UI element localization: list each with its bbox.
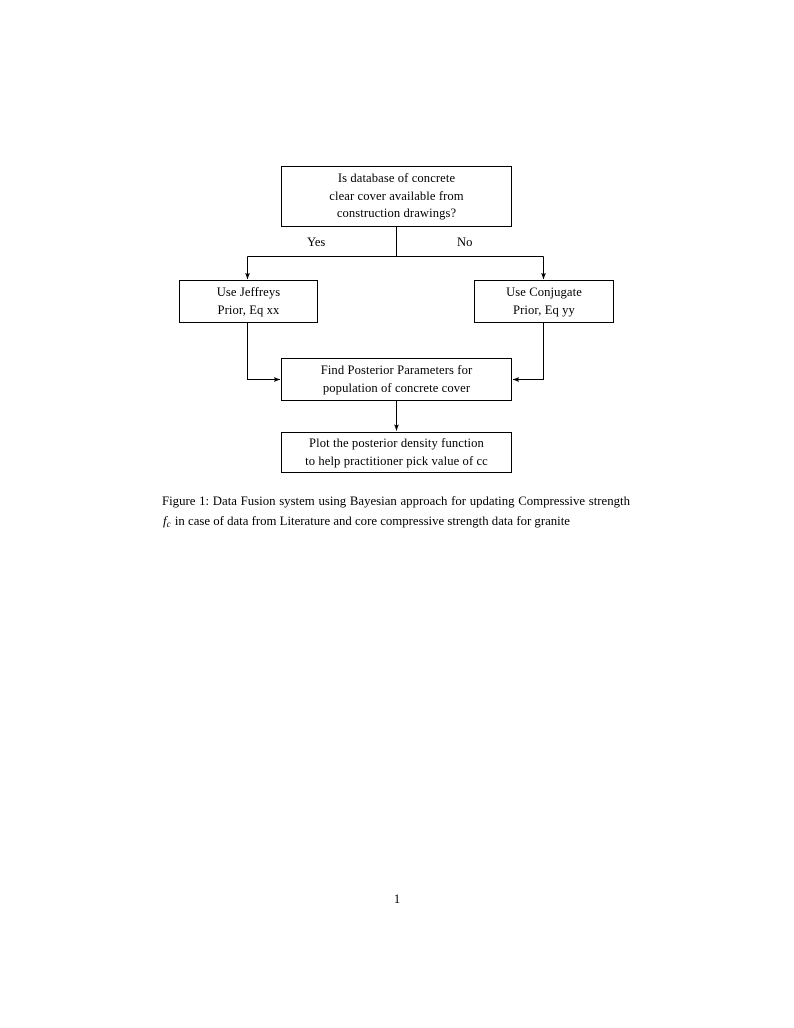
node-jeffreys-line-2: Prior, Eq xx: [217, 302, 280, 317]
connector-jeffreys-to-posterior: [247, 323, 281, 382]
caption-text-after-math: in case of data from Literature and core…: [171, 513, 570, 528]
node-conjugate-line-1: Use Conjugate: [506, 284, 582, 299]
caption-math-fc: fc: [162, 513, 172, 529]
caption-math-subscript: c: [166, 518, 171, 529]
edge-label-yes: Yes: [307, 235, 326, 249]
node-plot-posterior-density[interactable]: Plot the posterior density function to h…: [281, 432, 512, 473]
connector-conjugate-to-posterior: [512, 323, 544, 382]
node-conjugate-line-2: Prior, Eq yy: [513, 302, 575, 317]
caption-text-before-math: Data Fusion system using Bayesian approa…: [209, 494, 630, 508]
node-plot-line-1: Plot the posterior density function: [309, 435, 484, 450]
node-plot-line-2: to help practitioner pick value of cc: [305, 453, 488, 468]
node-find-posterior-parameters[interactable]: Find Posterior Parameters for population…: [281, 358, 512, 401]
caption-math-base: f: [163, 513, 167, 528]
node-posterior-line-2: population of concrete cover: [322, 380, 471, 395]
figure-flowchart: Is database of concrete clear cover avai…: [0, 0, 794, 480]
node-posterior-line-1: Find Posterior Parameters for: [320, 362, 473, 377]
node-decision-line-1: Is database of concrete: [337, 170, 456, 185]
node-decision-database-available[interactable]: Is database of concrete clear cover avai…: [281, 166, 512, 227]
edge-label-no: No: [457, 235, 473, 249]
figure-caption: Figure 1: Data Fusion system using Bayes…: [162, 492, 630, 532]
page-number: 1: [393, 892, 401, 906]
node-decision-line-2: clear cover available from: [329, 188, 464, 203]
caption-label: Figure 1:: [162, 494, 210, 508]
node-decision-line-3: construction drawings?: [336, 206, 457, 221]
node-use-jeffreys-prior[interactable]: Use Jeffreys Prior, Eq xx: [179, 280, 318, 323]
flowchart-connectors: [245, 227, 546, 431]
node-use-conjugate-prior[interactable]: Use Conjugate Prior, Eq yy: [474, 280, 614, 323]
node-jeffreys-line-1: Use Jeffreys: [216, 284, 281, 299]
